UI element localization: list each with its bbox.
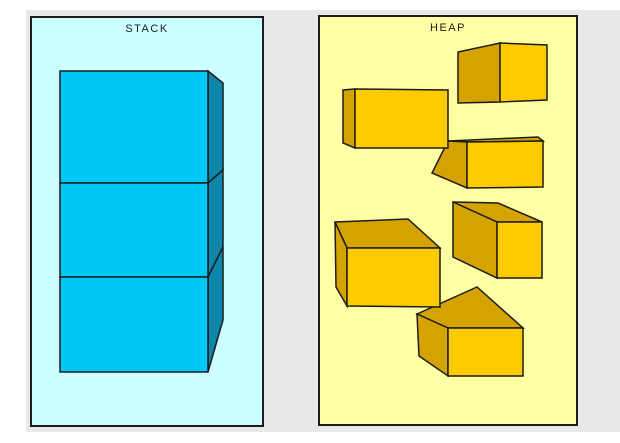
stack-panel-title: STACK [125,23,169,35]
stack-panel: STACK [30,16,264,427]
heap-panel-title: HEAP [430,22,466,34]
heap-panel: HEAP [318,15,578,426]
